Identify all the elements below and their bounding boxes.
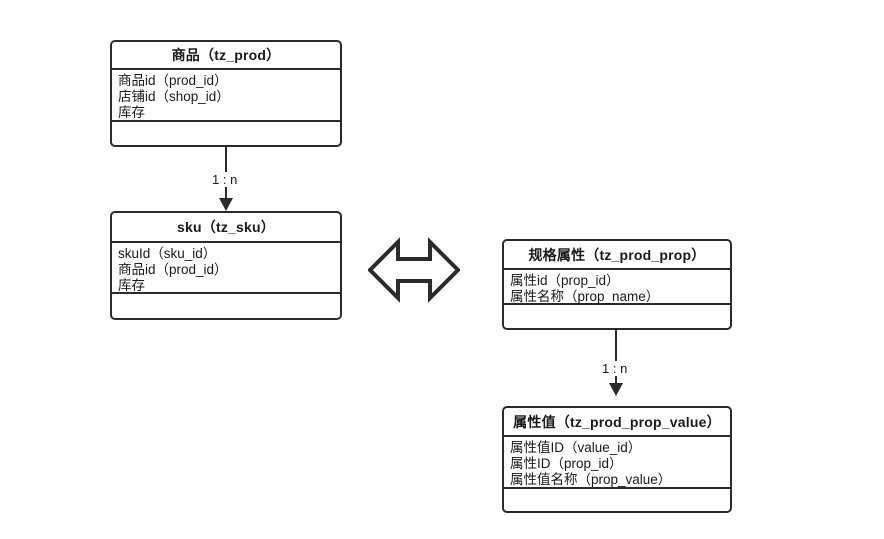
entity-methods-tz-prod-prop <box>504 305 730 328</box>
entity-title-tz-prod-prop-value: 属性值（tz_prod_prop_value） <box>504 408 730 437</box>
attribute-row: skuId（sku_id） <box>118 246 217 261</box>
attribute-row: 店铺id（shop_id） <box>118 89 230 104</box>
relation-double-arrow-icon <box>367 235 461 305</box>
attribute-row: 库存 <box>118 278 145 293</box>
attribute-row: 属性ID（prop_id） <box>510 456 623 471</box>
entity-title-tz-prod-prop: 规格属性（tz_prod_prop） <box>504 241 730 270</box>
entity-box-tz-sku[interactable]: sku（tz_sku） skuId（sku_id） 商品id（prod_id） … <box>110 211 342 320</box>
attribute-row: 属性值ID（value_id） <box>510 440 642 455</box>
attribute-row: 属性id（prop_id） <box>510 273 620 288</box>
connector-line-prop-to-value <box>615 330 617 383</box>
attribute-row: 库存 <box>118 105 145 120</box>
attribute-row: 属性名称（prop_name） <box>510 289 660 304</box>
attribute-row: 商品id（prod_id） <box>118 73 228 88</box>
connector-arrowhead-prop-to-value <box>609 383 623 396</box>
connector-label-prop-to-value: 1 : n <box>599 361 631 376</box>
connector-label-prod-to-sku: 1 : n <box>209 172 241 187</box>
entity-box-tz-prod-prop[interactable]: 规格属性（tz_prod_prop） 属性id（prop_id） 属性名称（pr… <box>502 239 732 330</box>
entity-box-tz-prod-prop-value[interactable]: 属性值（tz_prod_prop_value） 属性值ID（value_id） … <box>502 406 732 513</box>
entity-title-tz-prod: 商品（tz_prod） <box>112 42 340 70</box>
attribute-row: 商品id（prod_id） <box>118 262 228 277</box>
entity-attributes-tz-sku: skuId（sku_id） 商品id（prod_id） 库存 <box>112 243 340 294</box>
connector-arrowhead-prod-to-sku <box>219 198 233 211</box>
entity-attributes-tz-prod-prop: 属性id（prop_id） 属性名称（prop_name） <box>504 270 730 305</box>
attribute-row: 属性值名称（prop_value） <box>510 472 672 487</box>
entity-attributes-tz-prod-prop-value: 属性值ID（value_id） 属性ID（prop_id） 属性值名称（prop… <box>504 437 730 489</box>
entity-methods-tz-sku <box>112 294 340 318</box>
entity-methods-tz-prod-prop-value <box>504 489 730 511</box>
entity-box-tz-prod[interactable]: 商品（tz_prod） 商品id（prod_id） 店铺id（shop_id） … <box>110 40 342 147</box>
entity-title-tz-sku: sku（tz_sku） <box>112 213 340 243</box>
entity-methods-tz-prod <box>112 122 340 145</box>
entity-attributes-tz-prod: 商品id（prod_id） 店铺id（shop_id） 库存 <box>112 70 340 122</box>
